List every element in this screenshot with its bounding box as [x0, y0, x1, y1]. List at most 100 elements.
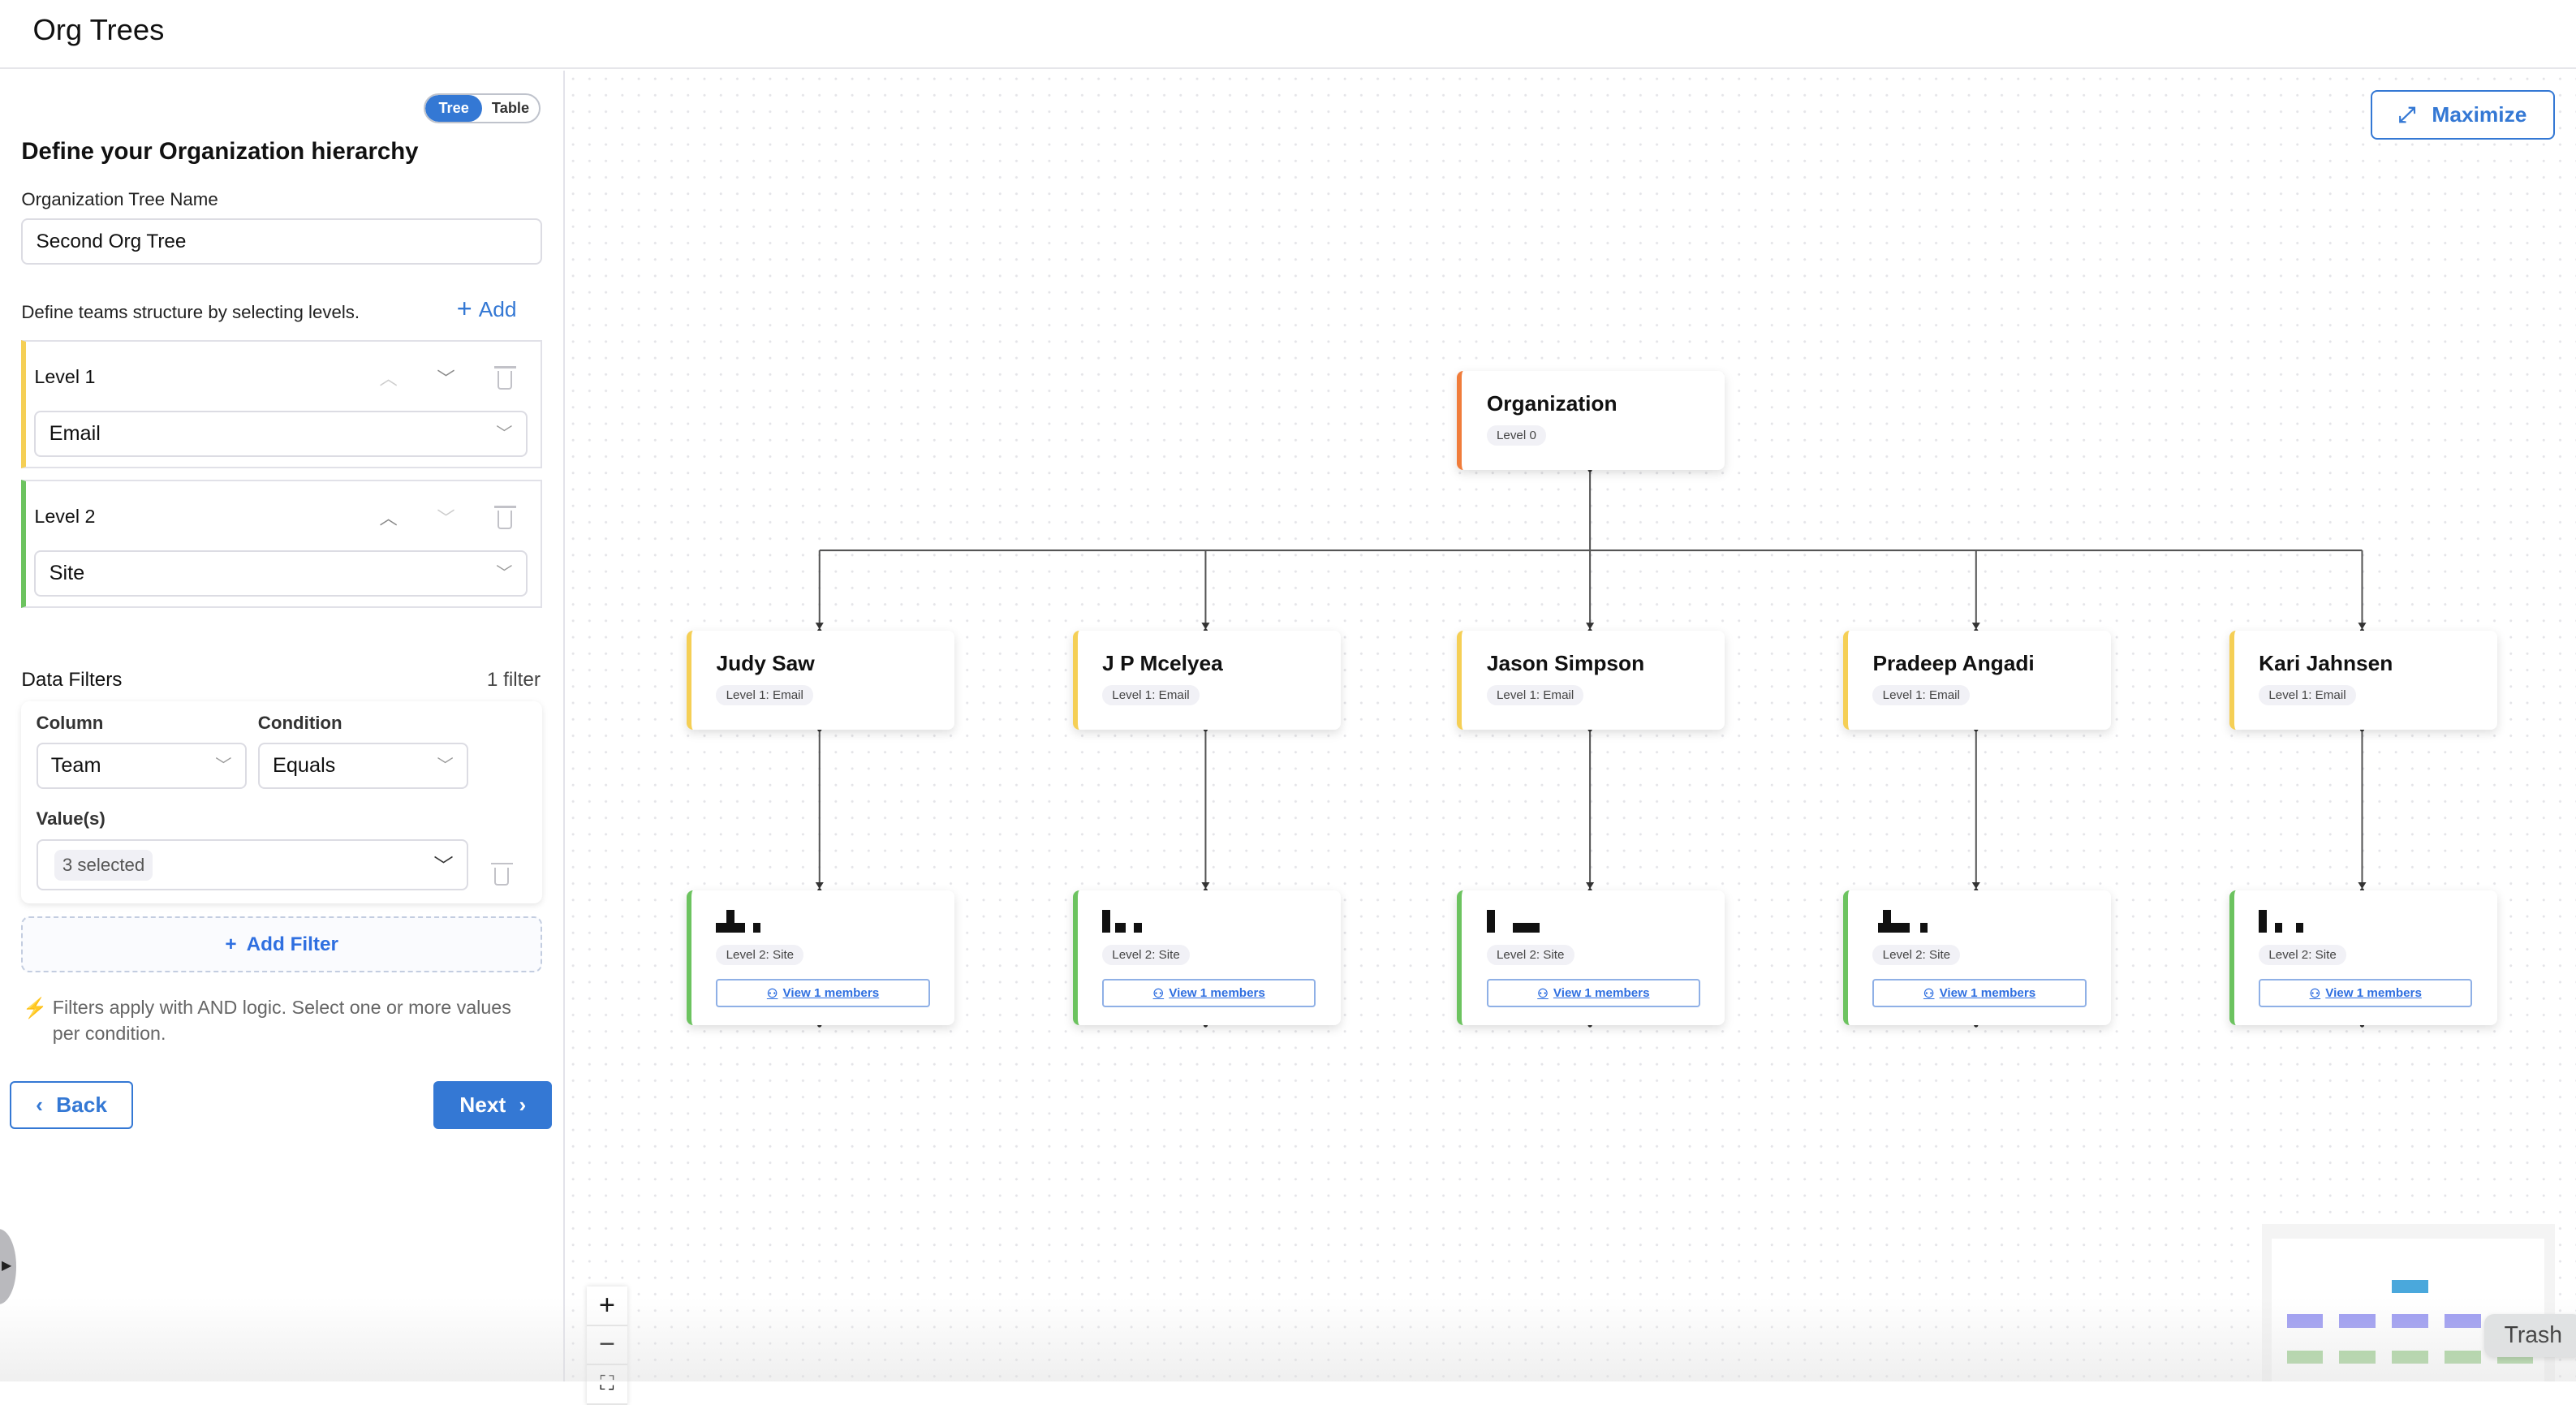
org-node-level2[interactable]: Level 2: Site ⚇View 1 members [1457, 890, 1725, 1026]
level-1-select[interactable]: Email﹀ [34, 411, 528, 457]
level-badge: Level 2: Site [716, 944, 804, 965]
next-button[interactable]: Next› [433, 1080, 553, 1129]
level-badge: Level 1: Email [1102, 685, 1200, 706]
add-level-button[interactable]: + Add [456, 294, 517, 324]
toggle-table[interactable]: Table [491, 100, 530, 117]
view-members-button[interactable]: ⚇View 1 members [2259, 979, 2473, 1007]
node-title: Organization [1486, 390, 1618, 416]
trash-icon[interactable] [494, 366, 516, 390]
tree-name-input[interactable]: Second Org Tree [21, 218, 542, 265]
org-node-level2[interactable]: Level 2: Site ⚇View 1 members [2229, 890, 2497, 1026]
level-badge: Level 1: Email [2259, 685, 2356, 706]
add-filter-label: Add Filter [246, 933, 338, 955]
chevron-down-icon: ﹀ [215, 757, 232, 776]
level-label: Level 2 [34, 506, 96, 528]
zoom-out-button[interactable]: − [586, 1326, 628, 1366]
add-filter-button[interactable]: + Add Filter [21, 916, 542, 973]
view-members-label: View 1 members [1939, 986, 2036, 1001]
move-down-icon[interactable]: ﹀ [437, 368, 455, 390]
arrow-head [1201, 623, 1210, 630]
trash-tooltip: Trash [2483, 1314, 2576, 1357]
delete-filter-icon[interactable] [491, 862, 513, 886]
node-title: J P Mcelyea [1102, 650, 1223, 675]
move-down-icon[interactable]: ﹀ [437, 508, 455, 529]
plus-icon: + [225, 933, 237, 955]
zoom-controls: + − ⛶ [586, 1286, 628, 1405]
lightning-icon: ⚡ [23, 997, 48, 1019]
arrow-head [1972, 881, 1981, 890]
view-members-button[interactable]: ⚇ View 1 members [1872, 979, 2087, 1007]
fit-view-button[interactable]: ⛶ [586, 1365, 628, 1405]
page-title: Org Trees [32, 13, 165, 47]
arrow-head [816, 881, 825, 890]
redacted-name [1102, 910, 1200, 933]
minimap[interactable] [2262, 1224, 2555, 1382]
play-icon: ▶ [2, 1257, 12, 1273]
back-label: Back [56, 1092, 107, 1117]
arrow-head [2358, 881, 2367, 890]
view-members-label: View 1 members [782, 986, 880, 1001]
redacted-name [716, 910, 814, 933]
view-members-button[interactable]: ⚇View 1 members [716, 979, 930, 1007]
level-label: Level 1 [34, 366, 96, 388]
level-badge: Level 2: Site [2259, 944, 2346, 965]
root-edge [820, 469, 2363, 552]
view-members-button[interactable]: ⚇ View 1 members [1102, 979, 1316, 1007]
values-select[interactable]: 3 selected﹀ [36, 839, 468, 891]
chevron-down-icon: ﹀ [437, 757, 454, 776]
level-badge: Level 1: Email [716, 685, 814, 706]
condition-select[interactable]: Equals ﹀ [257, 742, 468, 789]
level-2-select[interactable]: Site﹀ [34, 550, 528, 597]
back-button[interactable]: ‹ Back [10, 1080, 133, 1129]
add-label: Add [478, 297, 517, 322]
zoom-in-button[interactable]: + [586, 1286, 628, 1326]
plus-icon: + [456, 294, 472, 324]
view-toggle[interactable]: Tree Table [424, 93, 541, 123]
minimap-level2 [2286, 1350, 2324, 1364]
arrow-head [1972, 623, 1981, 630]
org-node-level2[interactable]: Level 2: Site ⚇View 1 members [687, 890, 955, 1026]
view-members-label: View 1 members [1169, 986, 1265, 1001]
level-badge: Level 2: Site [1486, 944, 1574, 965]
tree-edges [816, 468, 2367, 1028]
move-up-icon[interactable]: ︿ [379, 368, 398, 390]
maximize-button[interactable]: ⤢Maximize [2370, 90, 2555, 140]
org-node-level2[interactable]: Level 2: Site⚇View 1 members [1072, 890, 1341, 1026]
chevron-left-icon: ‹ [36, 1092, 43, 1117]
column-label: Column [36, 713, 104, 734]
node-title: Pradeep Angadi [1872, 650, 2035, 675]
expand-icon: ⤢ [2398, 101, 2416, 127]
arrow-head [1201, 881, 1210, 890]
move-up-icon[interactable]: ︿ [379, 508, 398, 529]
trash-icon[interactable] [494, 506, 516, 529]
redacted-name [2259, 910, 2357, 933]
filters-title: Data Filters [21, 668, 123, 691]
filter-card: Column Condition Team﹀ Equals﹀ Value(s) … [21, 701, 542, 904]
next-label: Next [459, 1092, 506, 1117]
members-icon: ⚇ [1923, 986, 1935, 1001]
level-badge: Level 1: Email [1486, 685, 1584, 706]
members-icon: ⚇ [1152, 986, 1165, 1001]
tree-name-label: Organization Tree Name [21, 188, 218, 209]
minimap-level2 [2444, 1350, 2481, 1364]
org-node-level2[interactable]: Level 2: Site⚇View 1 members [1843, 890, 2112, 1026]
view-members-button[interactable]: ⚇View 1 members [1486, 979, 1700, 1007]
sidebar-collapse-handle[interactable] [0, 1229, 17, 1305]
select-value: Equals [272, 753, 336, 777]
level-card-2: Level 2 ︿ ﹀ Site﹀ [21, 480, 542, 608]
node-title: Kari Jahnsen [2259, 650, 2393, 675]
column-select[interactable]: Team﹀ [36, 742, 247, 789]
minimap-level2 [2392, 1350, 2428, 1364]
condition-label: Condition [257, 713, 342, 734]
redacted-name [1872, 910, 1971, 933]
toggle-tree[interactable]: Tree [425, 95, 483, 122]
app-header: Org Trees [0, 0, 2576, 70]
arrow-head [1586, 623, 1595, 630]
